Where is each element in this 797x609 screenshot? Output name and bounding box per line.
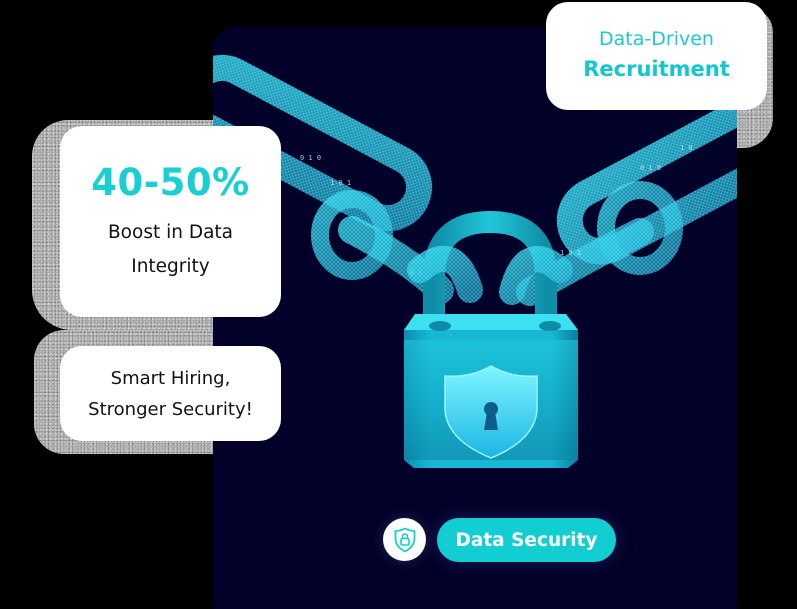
- tagline-card: Smart Hiring, Stronger Security!: [60, 346, 281, 441]
- stat-label-line1: Boost in Data: [107, 221, 234, 243]
- stat-card: 40-50% Boost in Data Integrity: [60, 126, 281, 317]
- recruitment-card-line1: Data-Driven: [599, 28, 714, 50]
- tagline-line2: Stronger Security!: [88, 398, 253, 420]
- shield-lock-badge: [383, 518, 426, 561]
- svg-text:1 0: 1 0: [680, 144, 693, 152]
- chain-right-icon: [516, 97, 737, 306]
- svg-text:0 1 0: 0 1 0: [640, 164, 661, 172]
- tagline-line1: Smart Hiring,: [110, 367, 231, 389]
- svg-text:1 0 1: 1 0 1: [560, 249, 581, 257]
- svg-text:1 0 1: 1 0 1: [330, 179, 351, 187]
- svg-text:0 1 0: 0 1 0: [300, 154, 321, 162]
- shield-lock-icon: [394, 527, 415, 552]
- stat-value: 40-50%: [91, 160, 250, 204]
- recruitment-card-line2: Recruitment: [583, 57, 730, 81]
- stat-label-line2: Integrity: [131, 255, 210, 277]
- keyhole-icon: [484, 402, 498, 430]
- recruitment-card: Data-Driven Recruitment: [546, 2, 767, 110]
- data-security-badge[interactable]: Data Security: [437, 518, 616, 562]
